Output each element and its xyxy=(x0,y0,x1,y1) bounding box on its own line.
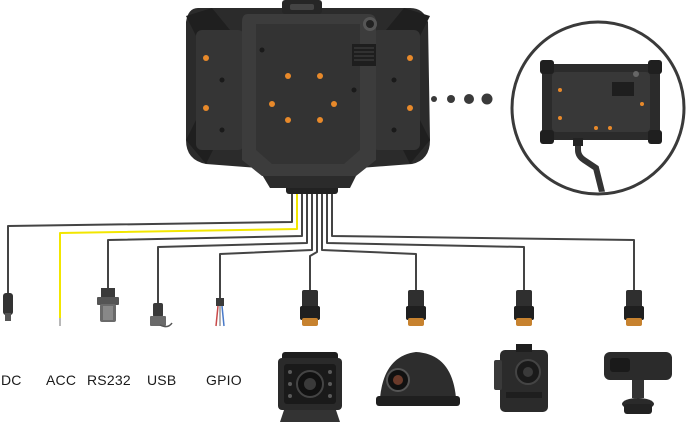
box-camera-icon xyxy=(494,344,548,412)
backup-camera-icon xyxy=(278,352,342,422)
dome-side-camera-icon xyxy=(376,352,460,406)
acc-cable xyxy=(59,189,298,321)
dc-connector xyxy=(3,293,13,321)
rs232-label: RS232 xyxy=(87,372,131,388)
dashboard-camera-icon xyxy=(604,352,672,414)
cam2-connector xyxy=(406,290,426,326)
rs232-cable xyxy=(107,189,303,291)
rs232-connector xyxy=(97,288,119,322)
gpio-label: GPIO xyxy=(206,372,242,388)
ellipsis-dots-icon xyxy=(431,93,493,105)
dc-label: DC xyxy=(1,372,22,388)
acc-label: ACC xyxy=(46,372,77,388)
cam1-connector xyxy=(300,290,320,326)
rugged-tablet-back-icon xyxy=(186,0,430,194)
cam1-cable xyxy=(309,189,318,293)
cable-group xyxy=(7,189,635,321)
usb-cable xyxy=(157,189,308,306)
tablet-with-cable-zoom-icon xyxy=(510,20,686,196)
usb-label: USB xyxy=(147,372,177,388)
dc-cable xyxy=(7,189,293,296)
cam4-cable xyxy=(331,189,635,293)
cam4-connector xyxy=(624,290,644,326)
usb-connector xyxy=(150,303,173,328)
cam3-cable xyxy=(326,189,525,293)
cam2-cable xyxy=(321,189,417,293)
gpio-connector xyxy=(215,298,225,327)
gpio-cable xyxy=(219,189,313,301)
cam3-connector xyxy=(514,290,534,326)
